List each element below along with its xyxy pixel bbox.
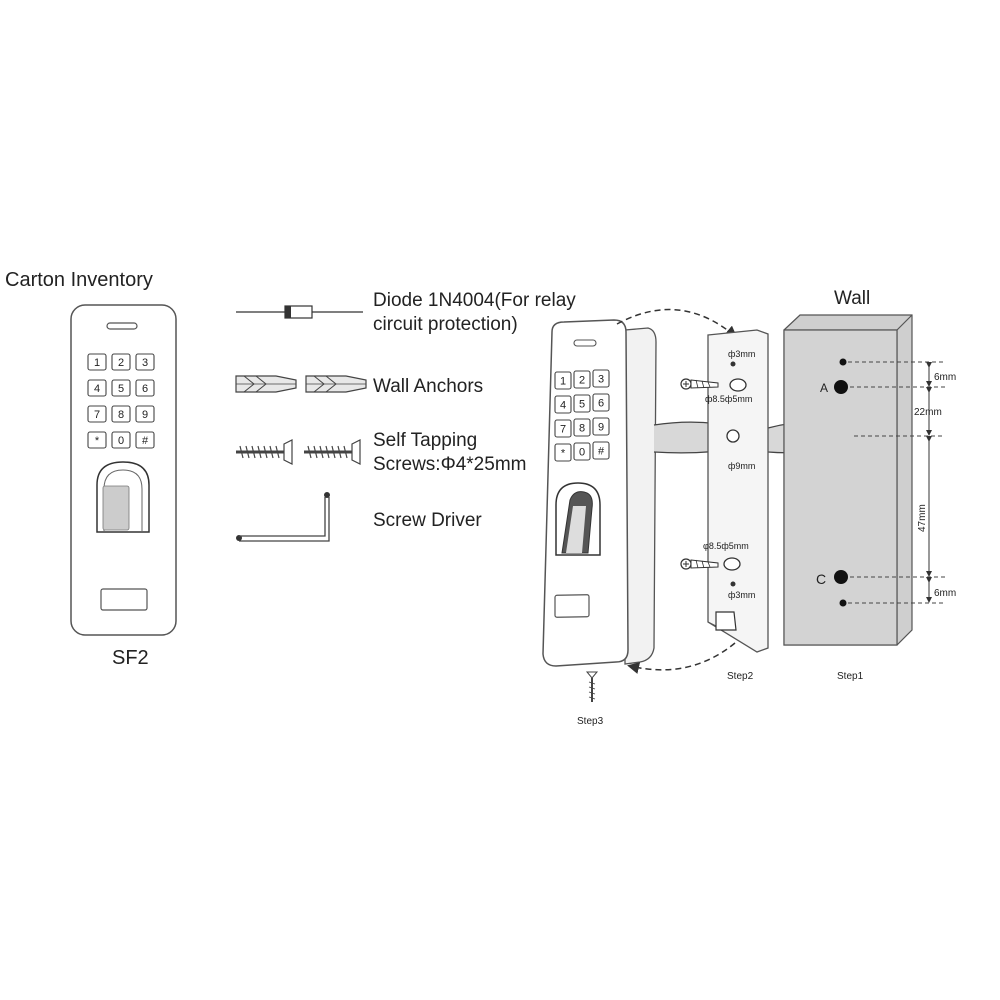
screw-icon	[236, 439, 293, 465]
card-reader-window	[554, 594, 590, 618]
keypad-key	[135, 431, 155, 449]
keypad-key-label: 9	[598, 422, 604, 434]
keypad-key	[111, 431, 131, 449]
keypad-key	[592, 417, 610, 436]
diode-label-line2: circuit protection)	[373, 314, 518, 335]
keypad-key	[592, 441, 610, 460]
keypad-key	[111, 405, 131, 423]
keypad-key-label: 7	[94, 409, 100, 421]
mounting-plate	[707, 329, 769, 653]
keypad-key	[87, 353, 107, 371]
keypad-key-label: 0	[579, 447, 585, 459]
dim-bottom-gap: 6mm	[934, 588, 956, 599]
device-perspective: 1 2 3 4 5 6 7 8 9 * 0 #	[542, 319, 657, 667]
keypad-key-label: 4	[560, 400, 566, 412]
keypad-key	[135, 379, 155, 397]
mount-arrow-top	[616, 308, 738, 338]
keypad-key-label: 1	[94, 357, 100, 369]
dim-upper-gap: 22mm	[914, 407, 942, 418]
keypad-key-label: 9	[142, 409, 148, 421]
step2-label: Step2	[727, 671, 754, 682]
screws-label-line2: Screws:Φ4*25mm	[373, 454, 526, 475]
perspective-keypad: 1 2 3 4 5 6 7 8 9 * 0 #	[554, 369, 610, 462]
keypad-key-label: 0	[118, 435, 124, 447]
dim-middle-gap: 47mm	[917, 504, 928, 532]
keypad-key	[554, 371, 572, 390]
keypad-key	[554, 395, 572, 414]
keypad-key-label: 6	[598, 398, 604, 410]
mount-arrow-bottom	[627, 642, 736, 674]
screw-driver-icon	[236, 492, 330, 542]
wall-block	[783, 314, 913, 646]
bottom-screw-icon	[585, 671, 599, 702]
keypad-key-label: 1	[560, 376, 566, 388]
keypad-key-label: 3	[142, 357, 148, 369]
keypad-key-label: *	[561, 448, 566, 460]
screw-icon	[304, 439, 361, 465]
plate-lower-slot-label: φ8.5ф5mm	[703, 541, 749, 551]
keypad-key-label: #	[598, 446, 605, 458]
keypad-key	[592, 393, 610, 412]
keypad-key-label: 6	[142, 383, 148, 395]
keypad-key	[573, 418, 591, 437]
model-label: SF2	[112, 647, 149, 669]
keypad-key-label: *	[95, 435, 100, 447]
step1-label: Step1	[837, 671, 864, 682]
wall-anchor-icon	[235, 375, 297, 393]
hole-c-label: C	[816, 571, 826, 587]
keypad-key-label: 7	[560, 424, 566, 436]
keypad-key	[592, 369, 610, 388]
plate-screw-icon	[680, 378, 719, 390]
keypad-key-label: 3	[598, 374, 604, 386]
inventory-title: Carton Inventory	[5, 269, 153, 291]
card-reader-window	[100, 588, 148, 611]
keypad-key	[554, 443, 572, 462]
keypad-key	[87, 431, 107, 449]
keypad-key-label: 4	[94, 383, 100, 395]
keypad-key-label: 2	[579, 375, 585, 387]
screws-label-line1: Self Tapping	[373, 430, 477, 451]
dim-top-gap: 6mm	[934, 372, 956, 383]
keypad-key	[554, 419, 572, 438]
keypad-key	[573, 394, 591, 413]
keypad-key	[111, 379, 131, 397]
screw-driver-label: Screw Driver	[373, 510, 482, 531]
keypad-key	[573, 442, 591, 461]
plate-upper-slot-label: ф8.5ф5mm	[705, 394, 752, 404]
step3-label: Step3	[577, 716, 604, 727]
front-keypad: 1 2 3 4 5 6 7 8 9 * 0 #	[87, 353, 155, 449]
keypad-key-label: 2	[118, 357, 124, 369]
keypad-key	[573, 370, 591, 389]
wall-anchors-label: Wall Anchors	[373, 376, 483, 397]
keypad-key	[135, 405, 155, 423]
keypad-key	[87, 379, 107, 397]
plate-top-hole-label: ф3mm	[728, 349, 755, 359]
wall-anchor-icon	[305, 375, 367, 393]
keypad-key-label: 5	[579, 399, 585, 411]
plate-screw-icon	[680, 558, 719, 570]
wall-title: Wall	[834, 288, 870, 309]
keypad-key-label: 8	[579, 423, 585, 435]
keypad-key	[135, 353, 155, 371]
keypad-key	[111, 353, 131, 371]
sf2-device-front: 1 2 3 4 5 6 7 8 9 * 0 #	[70, 304, 177, 636]
keypad-key	[87, 405, 107, 423]
diode-icon	[236, 305, 363, 319]
keypad-key-label: 8	[118, 409, 124, 421]
keypad-key-label: #	[142, 435, 149, 447]
plate-bottom-hole-label: ф3mm	[728, 590, 755, 600]
plate-center-hole-label: ф9mm	[728, 461, 755, 471]
hole-a-label: A	[820, 381, 828, 395]
diode-label-line1: Diode 1N4004(For relay	[373, 290, 576, 311]
keypad-key-label: 5	[118, 383, 124, 395]
